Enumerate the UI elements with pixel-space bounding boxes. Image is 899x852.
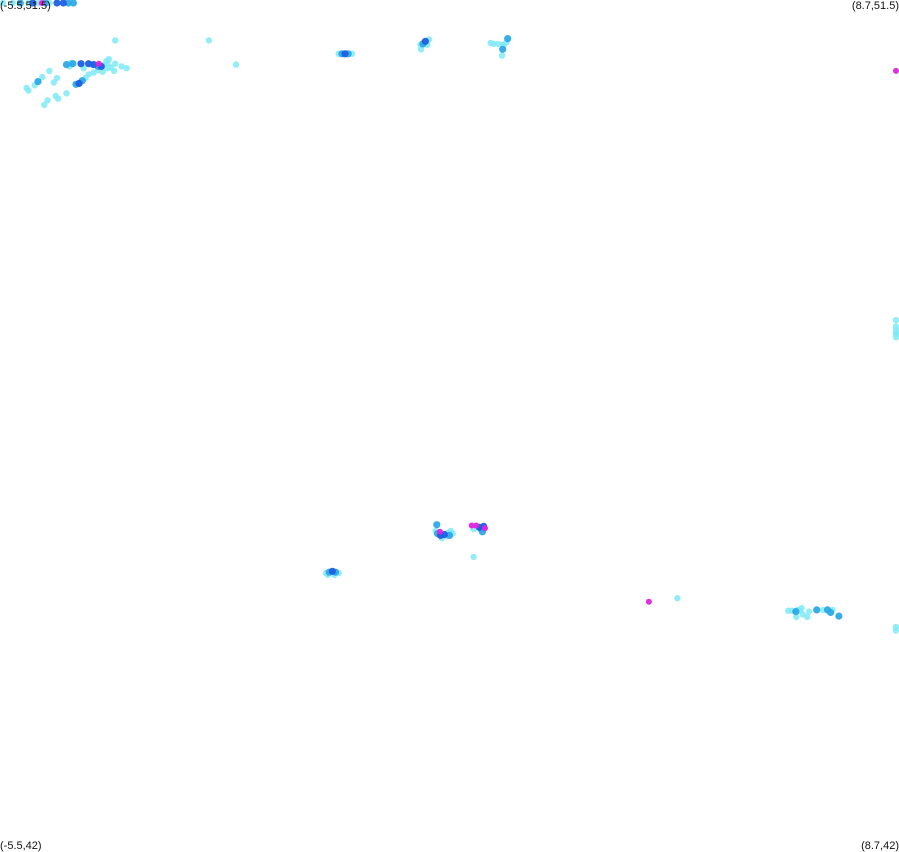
map-point-low — [23, 84, 30, 92]
map-point-high — [341, 50, 349, 58]
map-point-low — [892, 323, 899, 330]
corner-label-top-right: (8.7,51.5) — [851, 0, 899, 12]
map-point-high — [29, 0, 37, 7]
map-point-low — [112, 37, 119, 44]
map-point-low — [123, 65, 130, 72]
map-point-low — [232, 61, 240, 68]
map-point-peak — [473, 522, 480, 529]
map-point-peak — [482, 525, 488, 532]
map-point-peak — [645, 598, 652, 605]
map-point-low — [470, 553, 477, 561]
corner-label-bottom-right: (8.7,42) — [861, 840, 899, 852]
map-point-low — [205, 37, 213, 44]
map-point-low — [892, 334, 899, 341]
map-point-low — [804, 613, 811, 621]
map-point-peak — [38, 0, 45, 6]
map-point-low — [107, 64, 115, 71]
map-point-low — [112, 60, 119, 67]
map-point-low — [498, 52, 506, 59]
map-point-high — [59, 0, 67, 7]
map-point-medium — [62, 61, 71, 69]
map-point-medium — [499, 45, 507, 53]
points-layer — [0, 0, 899, 634]
map-point-low — [55, 95, 62, 102]
map-point-medium — [504, 35, 512, 43]
map-point-low — [39, 73, 46, 81]
map-point-high — [75, 79, 83, 87]
map-point-low — [53, 74, 61, 82]
corner-label-top-left: (-5.5,51.5) — [0, 0, 51, 12]
map-point-low — [63, 90, 70, 97]
map-point-low — [0, 0, 7, 7]
map-point-low — [85, 71, 92, 78]
map-point-low — [103, 57, 110, 65]
map-point-medium — [813, 606, 821, 614]
map-point-medium — [433, 521, 441, 529]
map-point-high — [53, 0, 61, 7]
map-point-low — [892, 317, 899, 324]
map-point-medium — [34, 78, 42, 86]
map-point-low — [793, 613, 800, 621]
map-point-low — [50, 79, 57, 86]
map-point-medium — [835, 612, 843, 620]
map-point-high — [328, 567, 336, 575]
map-point-peak — [468, 522, 475, 529]
map-point-high — [421, 37, 429, 45]
map-point-low — [118, 63, 125, 70]
map-point-low — [798, 604, 805, 612]
map-point-peak — [437, 528, 443, 535]
map-point-low — [44, 97, 51, 104]
map-point-low — [9, 0, 16, 7]
map-point-medium — [69, 60, 77, 68]
map-point-medium — [827, 608, 835, 617]
map-point-low — [490, 40, 497, 48]
map-point-medium — [69, 0, 77, 7]
map-point-peak — [95, 60, 102, 67]
map-point-low — [805, 608, 813, 615]
map-point-low — [99, 68, 106, 75]
map-point-low — [41, 101, 48, 109]
map-point-high — [77, 60, 85, 68]
corner-label-bottom-left: (-5.5,42) — [0, 840, 42, 852]
map-point-peak — [893, 67, 899, 74]
map-point-medium — [792, 608, 800, 616]
map-point-low — [46, 67, 53, 75]
map-point-medium — [16, 0, 24, 7]
map-point-low — [674, 595, 681, 602]
map-point-high — [85, 60, 93, 68]
map-point-low — [892, 623, 899, 631]
